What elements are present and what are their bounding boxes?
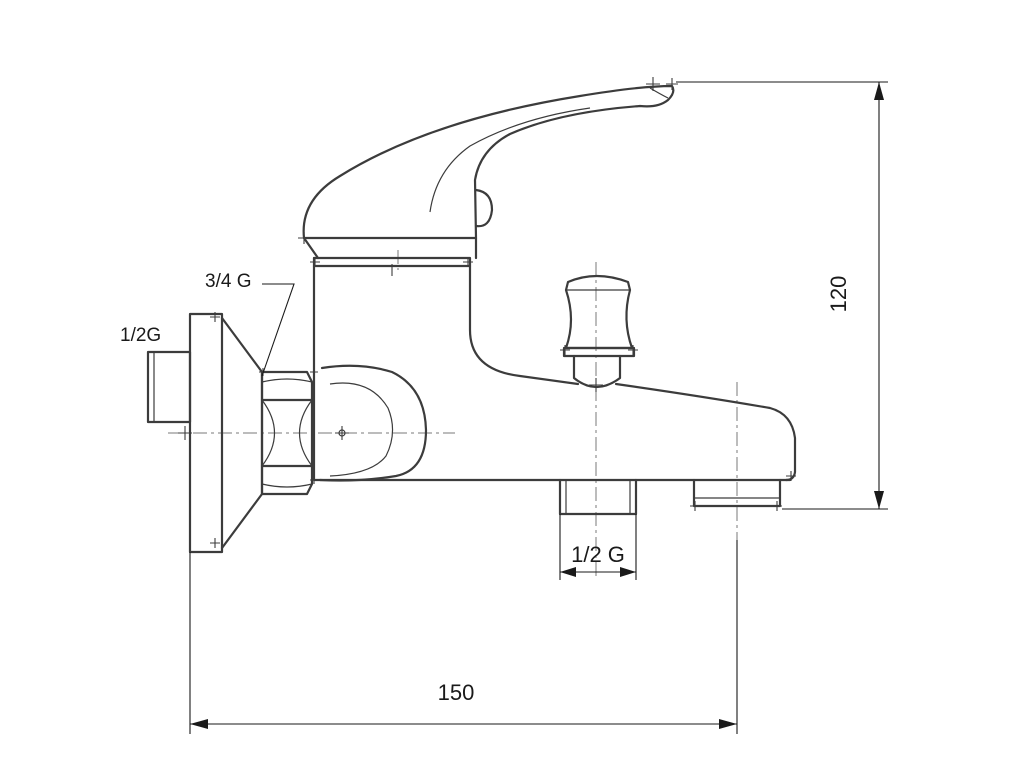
height-dimension	[676, 81, 888, 510]
bath-spout-outlet	[692, 478, 782, 508]
height-arrow-top	[874, 82, 884, 100]
width-value: 150	[438, 680, 475, 705]
height-arrow-bottom	[874, 491, 884, 509]
diverter-knob	[562, 274, 636, 389]
construction-marks	[178, 77, 796, 548]
wall-thread-leader	[261, 283, 295, 377]
inlet-connector	[146, 312, 314, 554]
centerlines	[168, 250, 738, 580]
shower-thread-dimension	[559, 514, 637, 580]
mixer-body	[312, 256, 797, 482]
height-value: 120	[826, 276, 851, 313]
width-arrow-left	[190, 719, 208, 729]
shower-thread-label: 1/2 G	[571, 542, 625, 567]
inlet-thread-label: 1/2G	[120, 325, 161, 346]
width-dimension	[189, 540, 738, 734]
shower-outlet	[558, 478, 638, 516]
width-arrow-right	[719, 719, 737, 729]
lever-handle	[302, 84, 675, 260]
wall-thread-label: 3/4 G	[205, 271, 251, 292]
